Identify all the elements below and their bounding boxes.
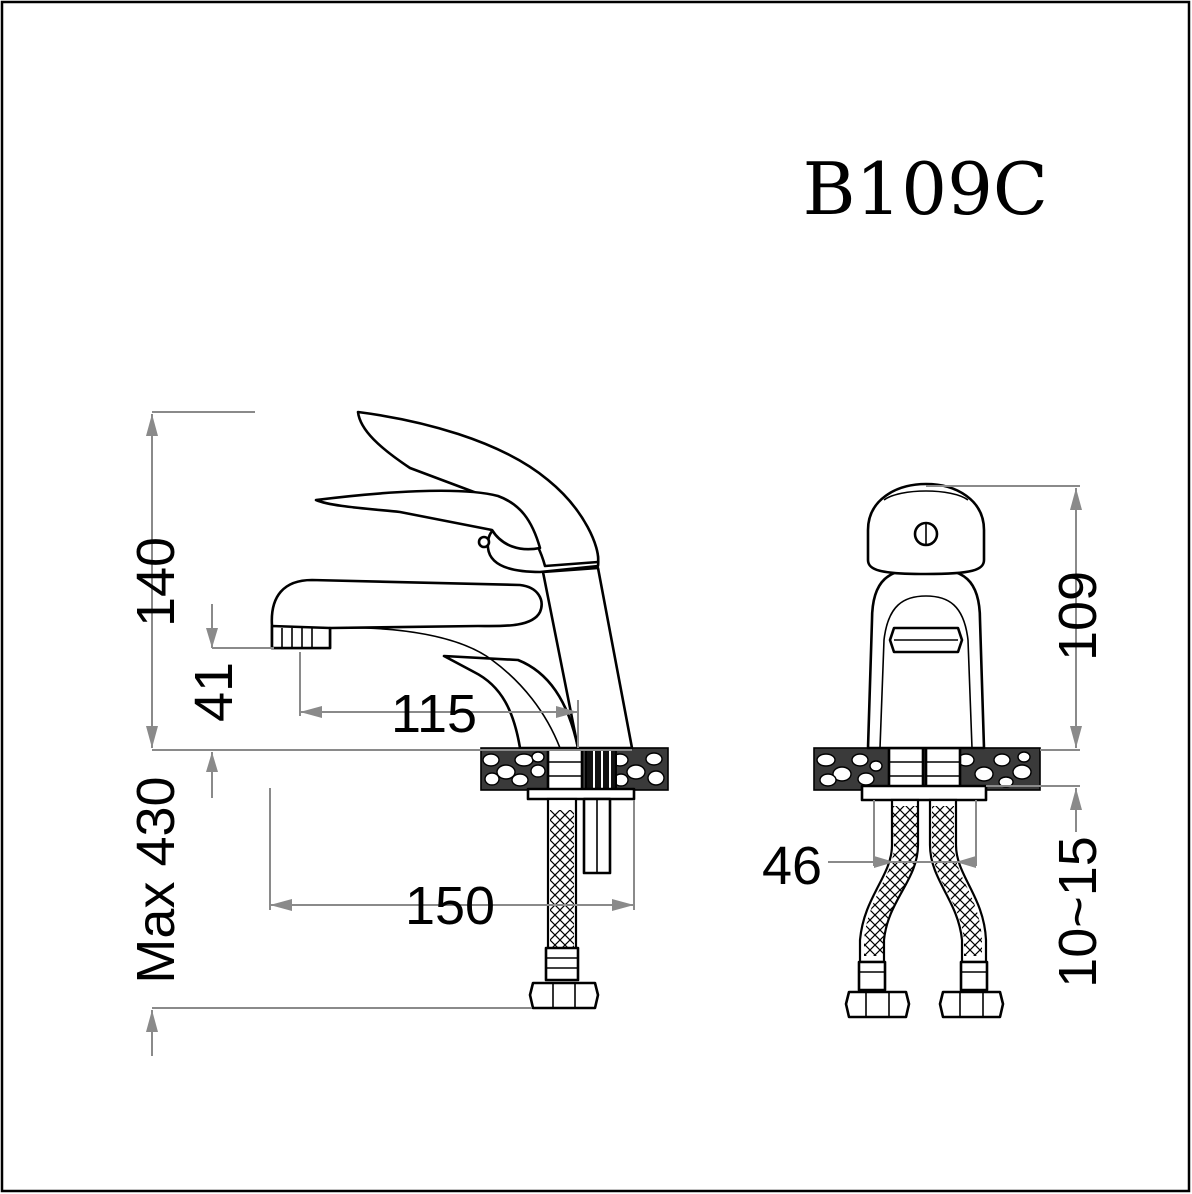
faucet-side-view <box>270 410 669 1010</box>
inlet-connector <box>546 746 584 792</box>
lever-handle-lower <box>314 489 542 551</box>
dimension-lines <box>146 411 1082 1056</box>
model-number: B109C <box>803 147 1048 231</box>
dim-body-height: 109 <box>1048 571 1108 661</box>
faucet-body-front-view <box>866 566 986 750</box>
mounting-plate <box>526 787 636 801</box>
countertop-section-right <box>813 747 1041 791</box>
dim-deck-thickness: 10~15 <box>1048 836 1108 988</box>
inlet-connector-cold <box>924 746 962 792</box>
dim-total-height: 140 <box>126 537 186 627</box>
dim-spout-height: 41 <box>184 662 244 722</box>
dim-spout-reach: 115 <box>391 684 477 744</box>
dim-hose-length: Max 430 <box>126 776 186 983</box>
dim-hose-reach: 150 <box>405 876 495 936</box>
hose-nut <box>528 981 600 1010</box>
faucet-body <box>541 566 634 750</box>
mounting-plate-front <box>860 784 988 802</box>
hose-nut-right <box>938 990 1005 1019</box>
faucet-front-view <box>813 482 1041 1019</box>
inlet-connector-hot <box>887 746 925 792</box>
lever-handle <box>356 410 600 568</box>
faucet-spout <box>270 578 543 650</box>
aerator <box>270 624 332 650</box>
dim-hose-spacing: 46 <box>762 836 822 896</box>
hose-nut-left <box>844 990 911 1019</box>
